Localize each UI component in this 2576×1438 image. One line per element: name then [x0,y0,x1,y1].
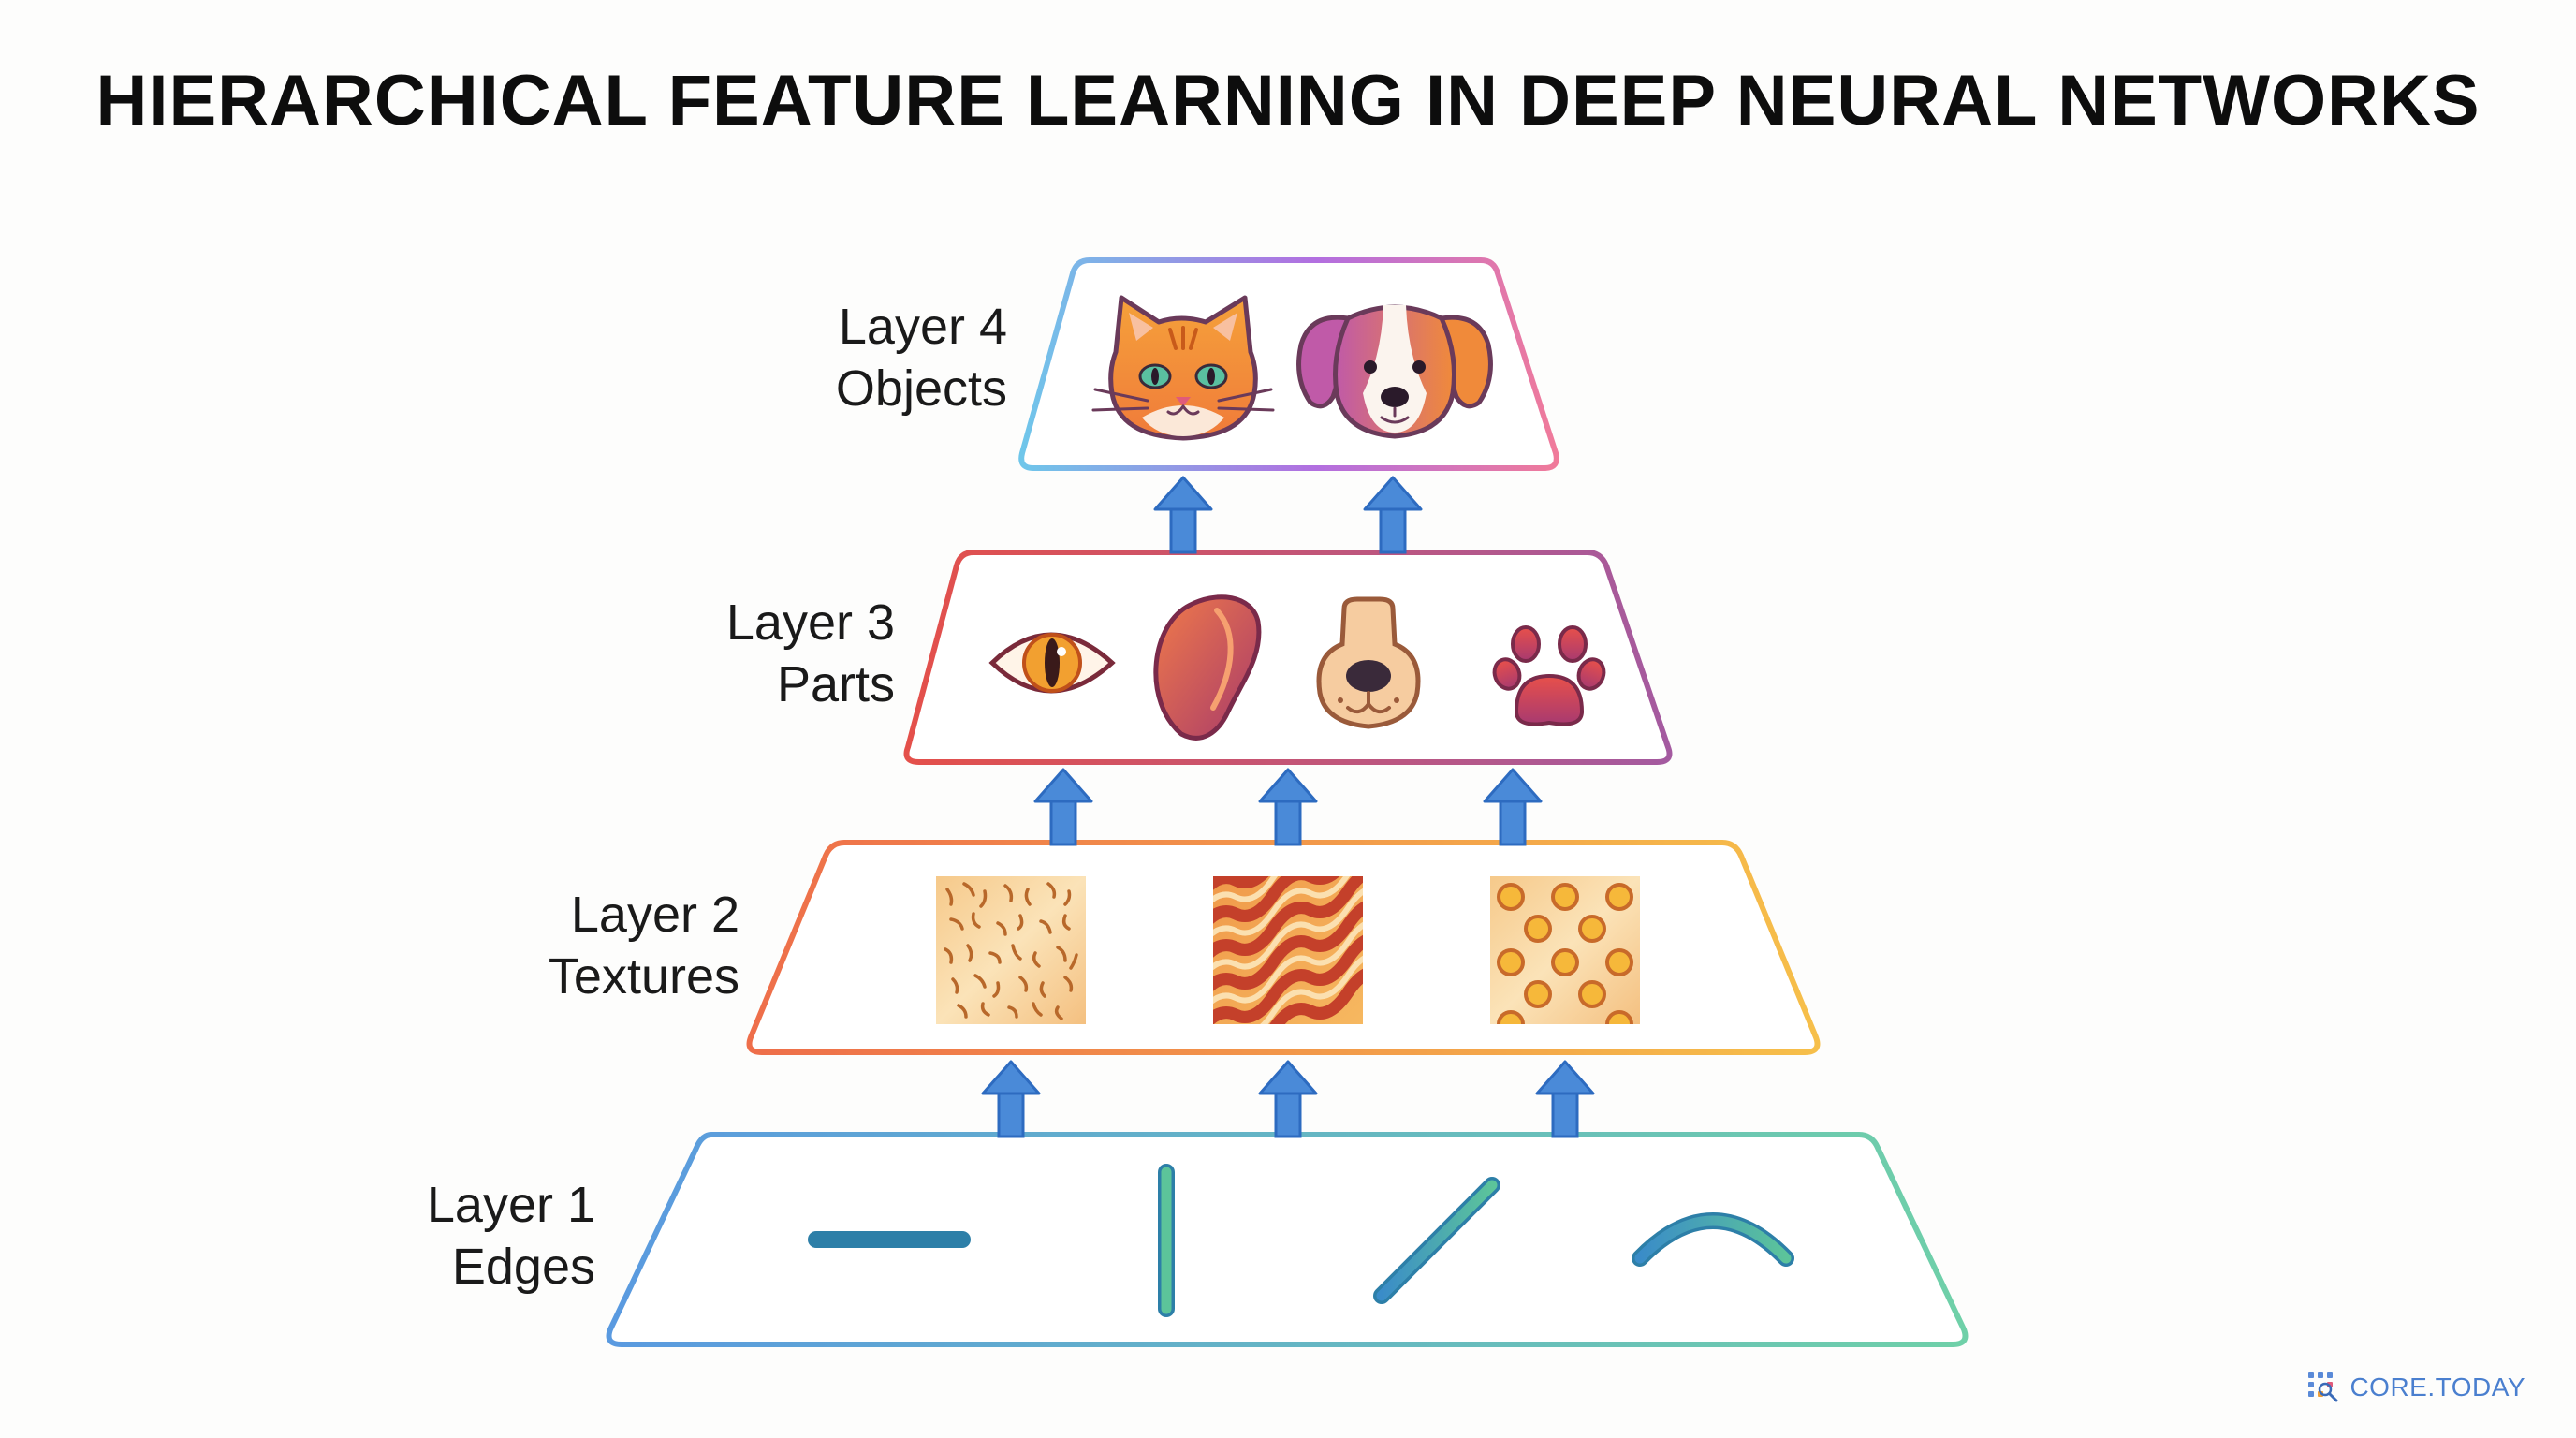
arrow-l1-l2-center [1258,1060,1318,1138]
arrow-l3-l4-right [1363,476,1423,554]
layer-4-label: Layer 4 Objects [711,296,1007,419]
eye-icon [988,632,1116,694]
layer-2-label: Layer 2 Textures [459,884,739,1007]
spot-texture [1490,876,1640,1024]
layer-4-name: Layer 4 [838,299,1007,355]
layer-3-label: Layer 3 Parts [618,592,895,715]
layer-3-name: Layer 3 [725,594,895,651]
layer-2-caption: Textures [548,948,739,1005]
layer-3-frame [903,550,1673,765]
stripe-texture [1213,876,1363,1024]
arrow-l1-l2-left [981,1060,1041,1138]
layer-4-caption: Objects [835,360,1007,417]
diagram-title: HIERARCHICAL FEATURE LEARNING IN DEEP NE… [95,61,2481,140]
brand-name: CORE.TODAY [2349,1372,2525,1401]
layer-1-label: Layer 1 Edges [356,1174,595,1298]
layer-1-caption: Edges [451,1239,595,1295]
arrow-l3-l4-left [1153,476,1213,554]
fur-texture [936,876,1086,1024]
dog-face-icon [1296,304,1493,439]
cat-face-icon [1091,295,1275,441]
ear-icon [1153,594,1262,741]
arrow-l1-l2-right [1535,1060,1595,1138]
brand-logo: CORE.TODAY [2306,1371,2525,1404]
layer-1-frame [606,1132,1969,1347]
arrow-l2-l3-left [1033,768,1093,846]
nose-icon [1316,596,1421,729]
layer-3-caption: Parts [776,656,895,712]
layer-1-name: Layer 1 [426,1177,595,1233]
brand-grid-icon [2308,1372,2338,1402]
arrow-l2-l3-center [1258,768,1318,846]
arrow-l2-l3-right [1483,768,1543,846]
layer-2-name: Layer 2 [570,887,739,943]
paw-icon [1492,625,1606,726]
